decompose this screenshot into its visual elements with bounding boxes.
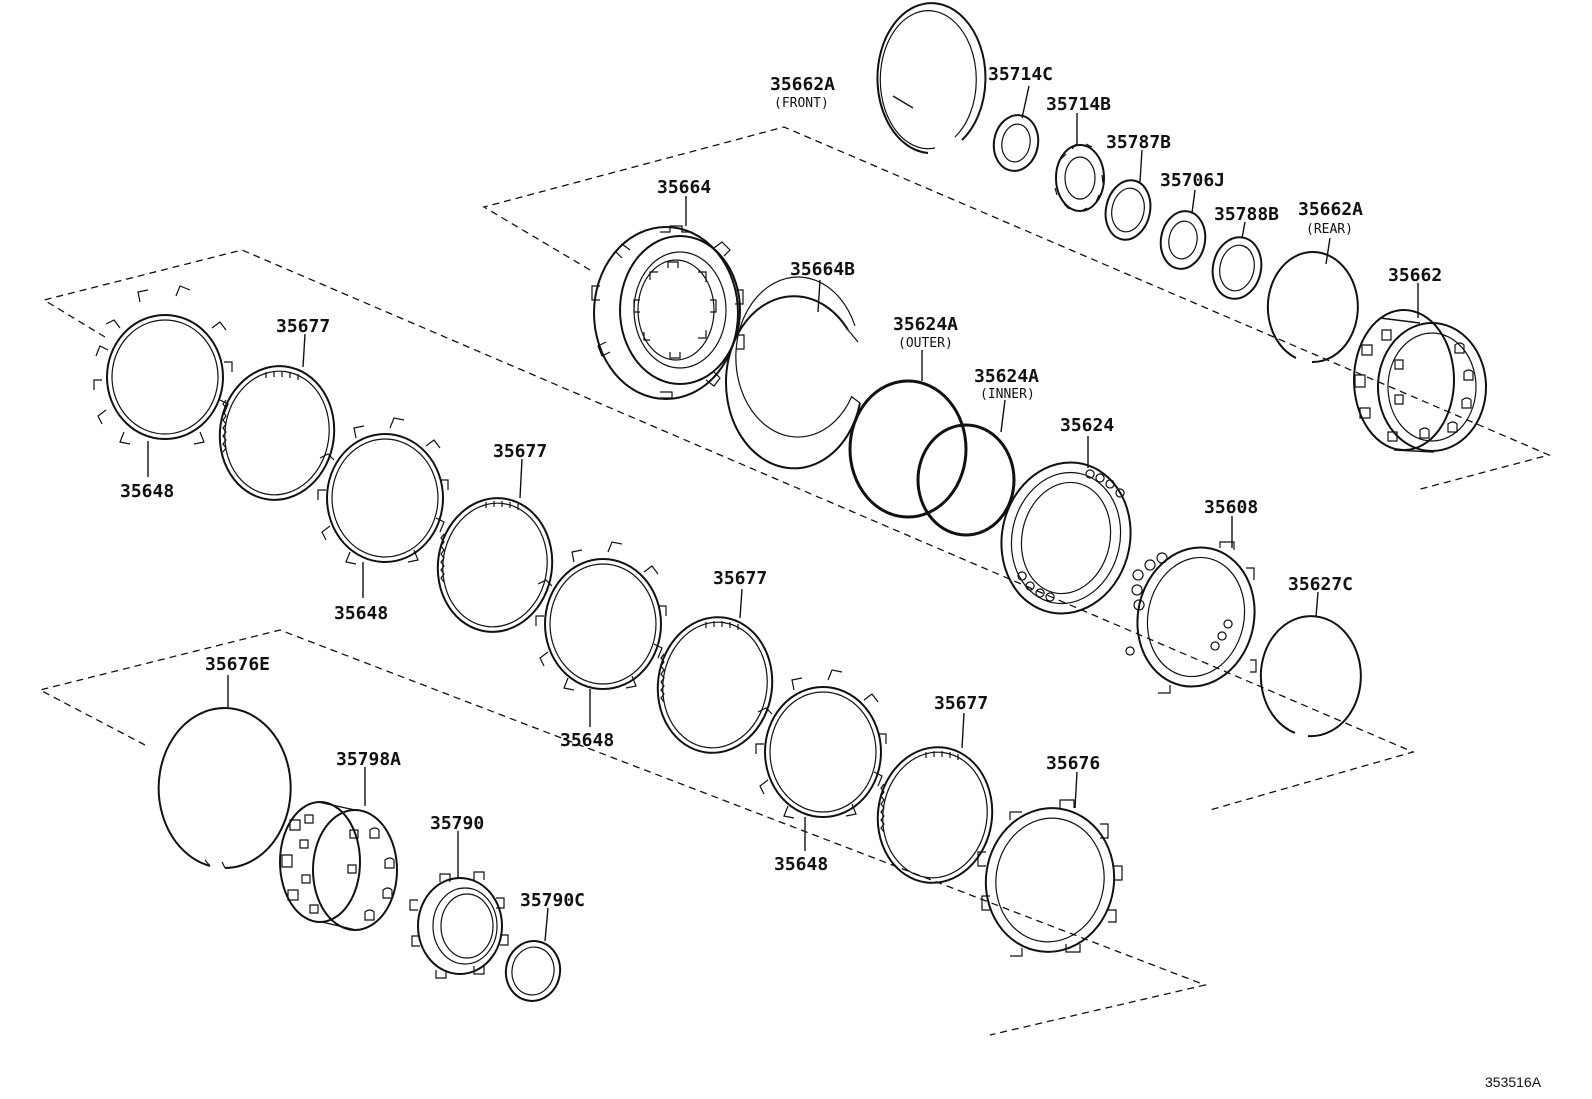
part-35677-disc-1 (218, 333, 336, 501)
part-35648-plate-2 (317, 417, 449, 598)
callout-35648-4[interactable]: 35648 (774, 854, 828, 875)
callout-35648-2[interactable]: 35648 (334, 603, 388, 624)
part-35676E-snap-ring (157, 675, 292, 869)
callout-35662A-rear[interactable]: 35662A (1298, 199, 1363, 220)
part-35624A-outer-o-ring (848, 350, 968, 519)
callout-35624A-inner[interactable]: 35624A (974, 366, 1039, 387)
callout-35624[interactable]: 35624 (1060, 415, 1114, 436)
callout-35662A-front-note: (FRONT) (774, 96, 829, 111)
part-35798A-clutch-hub (279, 767, 398, 931)
callout-35790[interactable]: 35790 (430, 813, 484, 834)
callout-35624A-outer[interactable]: 35624A (893, 314, 958, 335)
callout-35714B[interactable]: 35714B (1046, 94, 1111, 115)
callout-35627C[interactable]: 35627C (1288, 574, 1353, 595)
part-35677-disc-4 (876, 712, 994, 884)
part-35676-pressure-plate (977, 771, 1123, 957)
part-35664B-snap-ring (725, 276, 861, 470)
part-35790C-bearing (504, 907, 562, 1002)
callout-35624A-outer-note: (OUTER) (898, 336, 953, 351)
part-35662-clutch-drum (1353, 283, 1487, 453)
group-outline-lower (38, 629, 1208, 1036)
part-35608-return-spring (1125, 516, 1257, 694)
callout-35648-1[interactable]: 35648 (120, 481, 174, 502)
part-35624A-inner-o-ring (916, 399, 1016, 537)
callout-35676[interactable]: 35676 (1046, 753, 1100, 774)
figure-id: 353516A (1485, 1074, 1542, 1090)
part-35790-one-way-clutch (409, 831, 509, 979)
part-35664-clutch-hub (591, 196, 745, 400)
callout-35664B[interactable]: 35664B (790, 259, 855, 280)
part-35648-plate-3 (535, 541, 667, 727)
callout-35790C[interactable]: 35790C (520, 890, 585, 911)
callout-35662A-rear-note: (REAR) (1306, 222, 1353, 237)
part-35627C-snap-ring (1259, 591, 1362, 738)
group-outline-upper (482, 126, 1551, 491)
part-35788B-race (1211, 221, 1263, 300)
part-35787B-race (1104, 149, 1152, 241)
callout-35662[interactable]: 35662 (1388, 265, 1442, 286)
callout-35677-1[interactable]: 35677 (276, 316, 330, 337)
callout-35648-3[interactable]: 35648 (560, 730, 614, 751)
callout-35798A[interactable]: 35798A (336, 749, 401, 770)
part-35648-plate-4 (755, 669, 887, 851)
callout-35664[interactable]: 35664 (657, 177, 711, 198)
callout-35608[interactable]: 35608 (1204, 497, 1258, 518)
callout-35677-4[interactable]: 35677 (934, 693, 988, 714)
callout-35787B[interactable]: 35787B (1106, 132, 1171, 153)
part-35662A-front-snap-ring (876, 2, 987, 154)
part-35677-disc-2 (436, 458, 554, 633)
part-35624-piston (1000, 436, 1132, 615)
part-35714B-one-way-clutch (1054, 113, 1105, 212)
callout-35788B[interactable]: 35788B (1214, 204, 1279, 225)
callout-35677-2[interactable]: 35677 (493, 441, 547, 462)
part-35714C-thrust-bearing (992, 85, 1040, 172)
part-35662A-rear-snap-ring (1266, 237, 1359, 364)
callout-35677-3[interactable]: 35677 (713, 568, 767, 589)
part-35706J-thrust-bearing (1159, 189, 1207, 270)
callout-labels: 35662A (FRONT) 35714C 35714B 35787B 3570… (120, 64, 1442, 911)
group-outline-middle (42, 249, 1415, 811)
callout-35676E[interactable]: 35676E (205, 654, 270, 675)
part-35677-disc-3 (656, 588, 774, 754)
callout-35706J[interactable]: 35706J (1160, 170, 1225, 191)
part-35648-plate-1 (93, 285, 233, 477)
callout-35714C[interactable]: 35714C (988, 64, 1053, 85)
callout-35662A-front[interactable]: 35662A (770, 74, 835, 95)
callout-35624A-inner-note: (INNER) (980, 387, 1035, 402)
